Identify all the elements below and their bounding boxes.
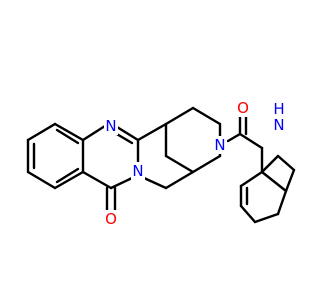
label-bg [213,136,227,154]
bond [164,106,195,126]
bond [109,176,134,190]
atom-o4: O [105,210,117,228]
bond [191,106,222,126]
bond [164,154,195,174]
bond [276,154,296,172]
bond [26,122,57,142]
bonds [26,106,296,224]
bond [55,128,80,145]
bond [253,212,280,224]
bond [191,154,222,174]
bond [276,189,288,216]
bond [239,204,257,224]
label-bg [272,100,286,118]
bond [53,122,85,142]
bond [81,170,113,190]
label-bg [272,116,286,134]
atom-n-indole: N [273,116,284,134]
atom-labels: N N O N O H N [104,99,286,228]
bond [53,170,85,190]
atom-n-piperidine: N [214,136,225,154]
bond [260,170,288,193]
bond [55,167,80,184]
bond [81,124,107,142]
bond [115,125,140,142]
bond [260,154,280,174]
label-bg [104,117,118,135]
bond [284,168,296,193]
molecule-canvas: N N O N O H N [26,99,296,228]
bond [164,170,195,190]
atom-o-amide: O [237,99,249,117]
bond [26,170,57,190]
label-bg [131,162,145,180]
atom-n1: N [105,117,116,135]
label-bg [104,210,118,228]
bond [239,170,264,188]
bond [136,122,168,142]
label-bg [236,99,250,117]
bond [142,176,168,190]
bond [238,132,264,150]
bond [226,132,242,143]
atom-h-indole: H [273,100,284,118]
molecule-structure: N N O N O H N [26,99,296,228]
atom-n3: N [132,162,143,180]
